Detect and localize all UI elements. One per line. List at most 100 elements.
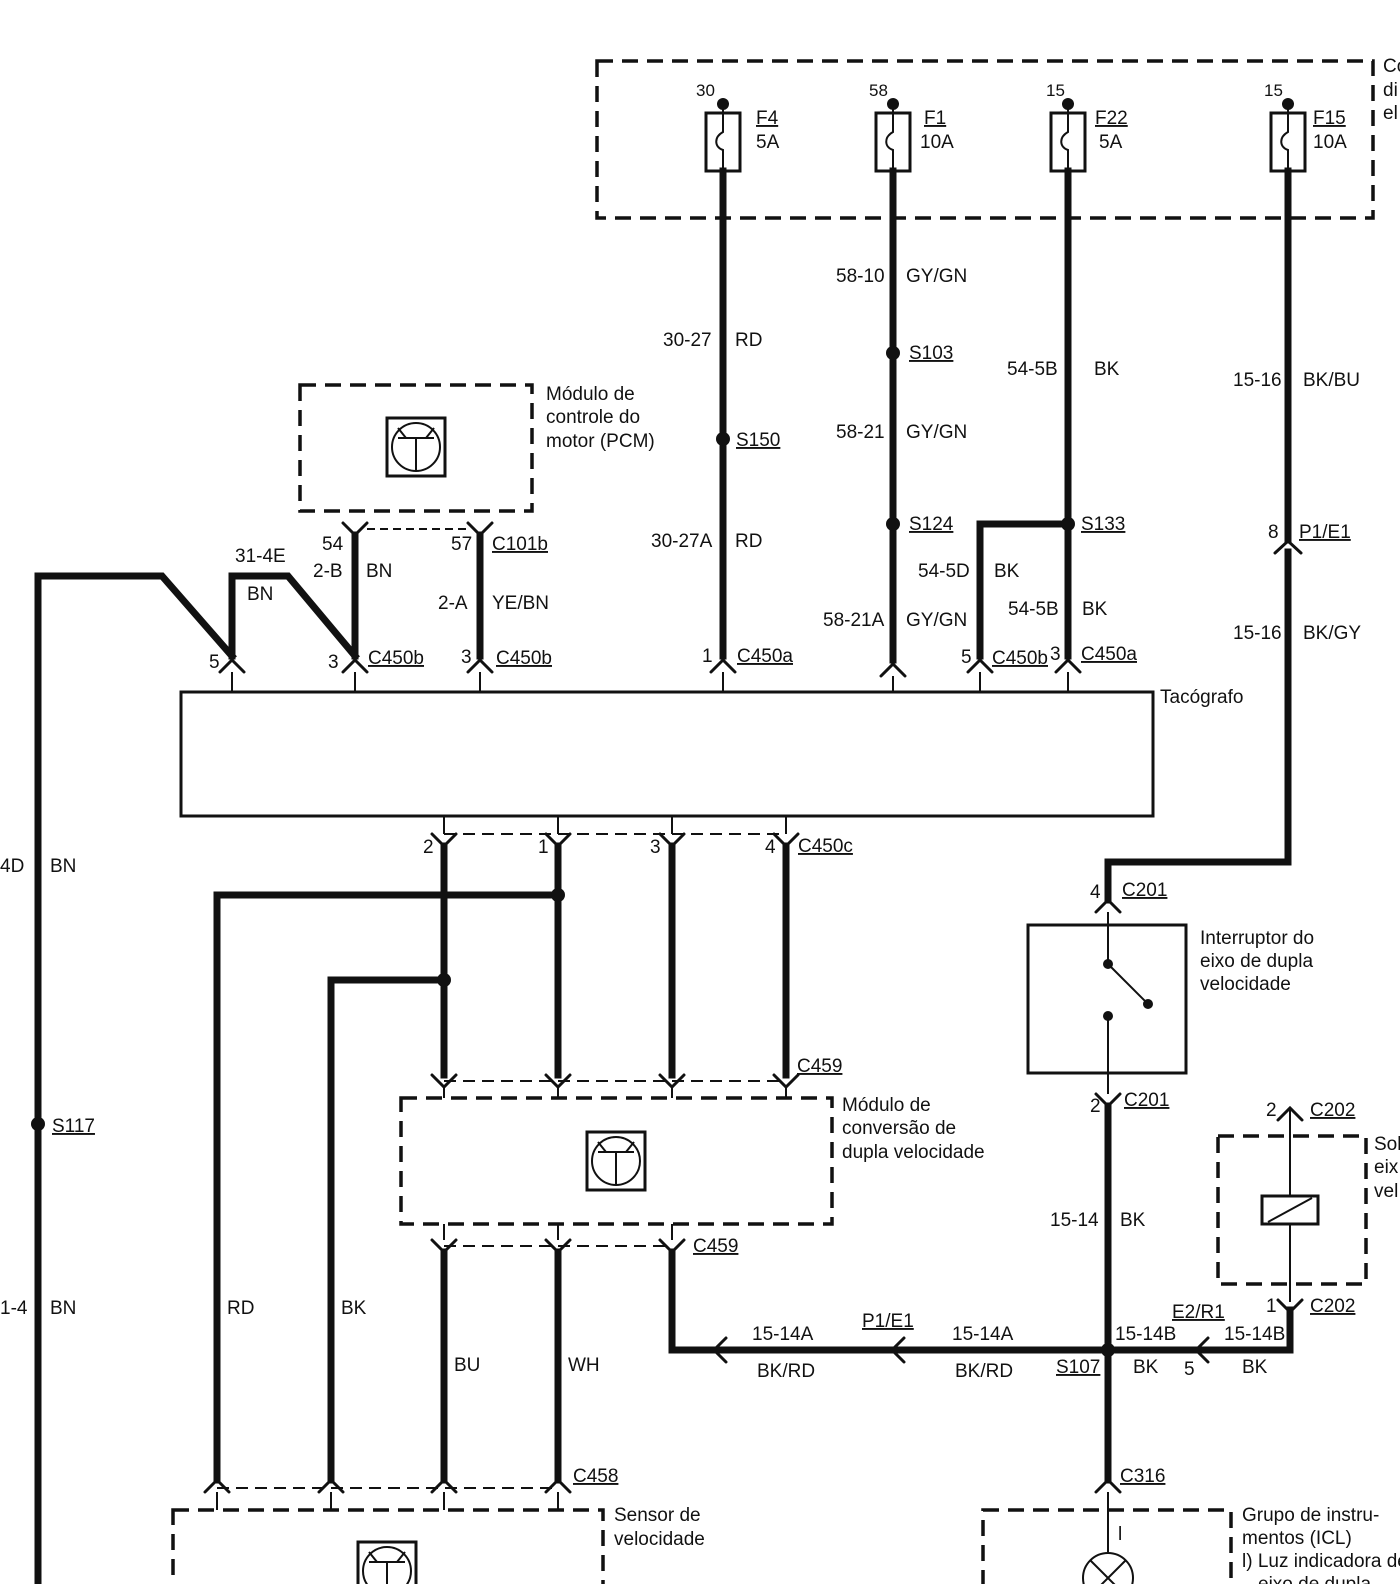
conversion-module-label-1: Módulo de bbox=[842, 1095, 931, 1116]
connector-c450b-3b-name: C450b bbox=[496, 648, 552, 669]
fuse-box-label-1: Co bbox=[1383, 56, 1400, 77]
fuse-f4-terminal: 30 bbox=[696, 81, 715, 100]
connector-c101b-name: C101b bbox=[492, 534, 548, 555]
fuse-f4: 30 F4 5A bbox=[696, 81, 780, 173]
wire-30-27A-id: 30-27A bbox=[651, 531, 713, 552]
conversion-module-label-3: dupla velocidade bbox=[842, 1142, 985, 1163]
connector-c450b-5l-pin: 5 bbox=[209, 652, 220, 673]
wire-bu-color: BU bbox=[454, 1355, 480, 1376]
splice-s133: S133 bbox=[1081, 514, 1125, 535]
connector-p1e1-low-name: P1/E1 bbox=[862, 1311, 914, 1332]
solenoid-coil-icon bbox=[1260, 1108, 1320, 1302]
pcm-label-2: controle do bbox=[546, 407, 640, 428]
switch-label-1: Interruptor do bbox=[1200, 928, 1314, 949]
wire-30-27-color: RD bbox=[735, 330, 762, 351]
icl-box bbox=[981, 1508, 1233, 1584]
connector-c202-low: 1 C202 bbox=[1266, 1296, 1355, 1317]
wire-2-A-id: 2-A bbox=[438, 593, 468, 614]
connector-c201-top-name: C201 bbox=[1122, 880, 1167, 901]
wire-2-B-id: 2-B bbox=[313, 561, 343, 582]
wire-58-21-color: GY/GN bbox=[906, 422, 967, 443]
transistor-icon bbox=[385, 416, 447, 478]
connector-e2r1-pin: 5 bbox=[1184, 1359, 1195, 1380]
wire-15-14B-r-id: 15-14B bbox=[1224, 1324, 1285, 1345]
solenoid-label-2: eix bbox=[1374, 1157, 1399, 1178]
fuse-f15-terminal: 15 bbox=[1264, 81, 1283, 100]
switch-icon bbox=[1103, 925, 1153, 1073]
wire-rd-color: RD bbox=[227, 1298, 254, 1319]
wire-54-5B-top-color: BK bbox=[1094, 359, 1120, 380]
fuse-f22-name: F22 bbox=[1095, 108, 1128, 129]
wire-2-A-color: YE/BN bbox=[492, 593, 549, 614]
switch-label-3: velocidade bbox=[1200, 974, 1291, 995]
wire-58: 58-10 GY/GN S103 58-21 GY/GN S124 58-21A… bbox=[823, 167, 967, 664]
splice-s107: S107 bbox=[1056, 1357, 1100, 1378]
wire-31-4E-id: 31-4E bbox=[235, 546, 286, 567]
connector-c202-low-pin: 1 bbox=[1266, 1296, 1277, 1317]
fuse-f15: 15 F15 10A bbox=[1264, 81, 1347, 173]
wire-58-10-color: GY/GN bbox=[906, 266, 967, 287]
connector-c450c-pin-1: 1 bbox=[538, 837, 549, 858]
speed-sensor-box bbox=[171, 1508, 605, 1584]
wire-15-14A-l-id: 15-14A bbox=[752, 1324, 814, 1345]
connector-c202-top-name: C202 bbox=[1310, 1100, 1355, 1121]
connector-c459-low-name: C459 bbox=[693, 1236, 738, 1257]
wire-15-16-low-id: 15-16 bbox=[1233, 623, 1282, 644]
wire-58-21A-color: GY/GN bbox=[906, 610, 967, 631]
icl-label-3: l) Luz indicadora de bbox=[1242, 1551, 1400, 1572]
wire-54-5B-low-color: BK bbox=[1082, 599, 1108, 620]
fuse-f1-terminal: 58 bbox=[869, 81, 888, 100]
fuse-box-label-3: el bbox=[1383, 103, 1398, 124]
transistor-icon bbox=[585, 1130, 647, 1192]
transistor-icon bbox=[356, 1540, 418, 1584]
connector-c450a-3-name: C450a bbox=[1081, 644, 1137, 665]
connector-c202-top: 2 C202 bbox=[1266, 1100, 1355, 1122]
wire-15-14B bbox=[1104, 1306, 1294, 1354]
conversion-module-label-2: conversão de bbox=[842, 1118, 956, 1139]
wire-54-5B-low-id: 54-5B bbox=[1008, 599, 1059, 620]
splice-s117: S117 bbox=[52, 1116, 95, 1137]
wire-15-16: 15-16 BK/BU 15-16 BK/GY bbox=[1104, 167, 1361, 904]
switch-label-2: eixo de dupla bbox=[1200, 951, 1313, 972]
fuse-f15-rating: 10A bbox=[1313, 132, 1347, 153]
connector-c201-low-name: C201 bbox=[1124, 1090, 1169, 1111]
conversion-module-box bbox=[399, 1096, 834, 1226]
fuse-f15-name: F15 bbox=[1313, 108, 1346, 129]
connector-p1e1-top-name: P1/E1 bbox=[1299, 522, 1351, 543]
connector-c201-top: 4 C201 bbox=[1090, 880, 1167, 925]
wire-rd bbox=[213, 891, 562, 1484]
connector-c459-top: C459 bbox=[430, 1056, 842, 1098]
speed-sensor-label-1: Sensor de bbox=[614, 1505, 701, 1526]
tachograph-top-connectors: 5 3 C450b 3 C450b 1 C450a 5 C450b 3 C450… bbox=[209, 644, 1137, 692]
indicator-lamp-icon bbox=[1082, 1510, 1134, 1584]
wire-54: 54-5B BK S133 54-5D BK 54-5B BK bbox=[918, 167, 1125, 660]
wire-15-14A-r-color: BK/RD bbox=[955, 1361, 1013, 1382]
wire-54-5D-id: 54-5D bbox=[918, 561, 970, 582]
splice-s103: S103 bbox=[909, 343, 953, 364]
connector-c450b-3a-pin: 3 bbox=[328, 652, 339, 673]
splice-s150: S150 bbox=[736, 430, 780, 451]
solenoid-label-1: Sol bbox=[1374, 1134, 1400, 1155]
fuse-f1-rating: 10A bbox=[920, 132, 954, 153]
connector-c450c-pin-4: 4 bbox=[765, 837, 776, 858]
fuse-f22-rating: 5A bbox=[1099, 132, 1123, 153]
fuse-f4-rating: 5A bbox=[756, 132, 780, 153]
connector-c450b-3b-pin: 3 bbox=[461, 647, 472, 668]
icl-label-1: Grupo de instru- bbox=[1242, 1505, 1379, 1526]
connector-c458: C458 bbox=[203, 1466, 618, 1510]
connector-c458-name: C458 bbox=[573, 1466, 618, 1487]
connector-c316: C316 bbox=[1094, 1466, 1165, 1510]
connector-c316-name: C316 bbox=[1120, 1466, 1165, 1487]
wire-bk-color: BK bbox=[341, 1298, 367, 1319]
connector-c450a-1-pin: 1 bbox=[702, 646, 713, 667]
fuse-f1: 58 F1 10A bbox=[869, 81, 954, 173]
fuse-box-label-2: di bbox=[1383, 80, 1398, 101]
wire-left-bn: 31-4E BN 4D BN S117 1-4 BN bbox=[0, 546, 360, 1584]
connector-c101b: 54 57 C101b bbox=[322, 521, 548, 555]
fuse-f1-name: F1 bbox=[924, 108, 946, 129]
connector-c450c-pin-2: 2 bbox=[423, 837, 434, 858]
wire-54-5B-top-id: 54-5B bbox=[1007, 359, 1058, 380]
wire-58-21-id: 58-21 bbox=[836, 422, 885, 443]
connector-p1e1-top-pin: 8 bbox=[1268, 522, 1279, 543]
